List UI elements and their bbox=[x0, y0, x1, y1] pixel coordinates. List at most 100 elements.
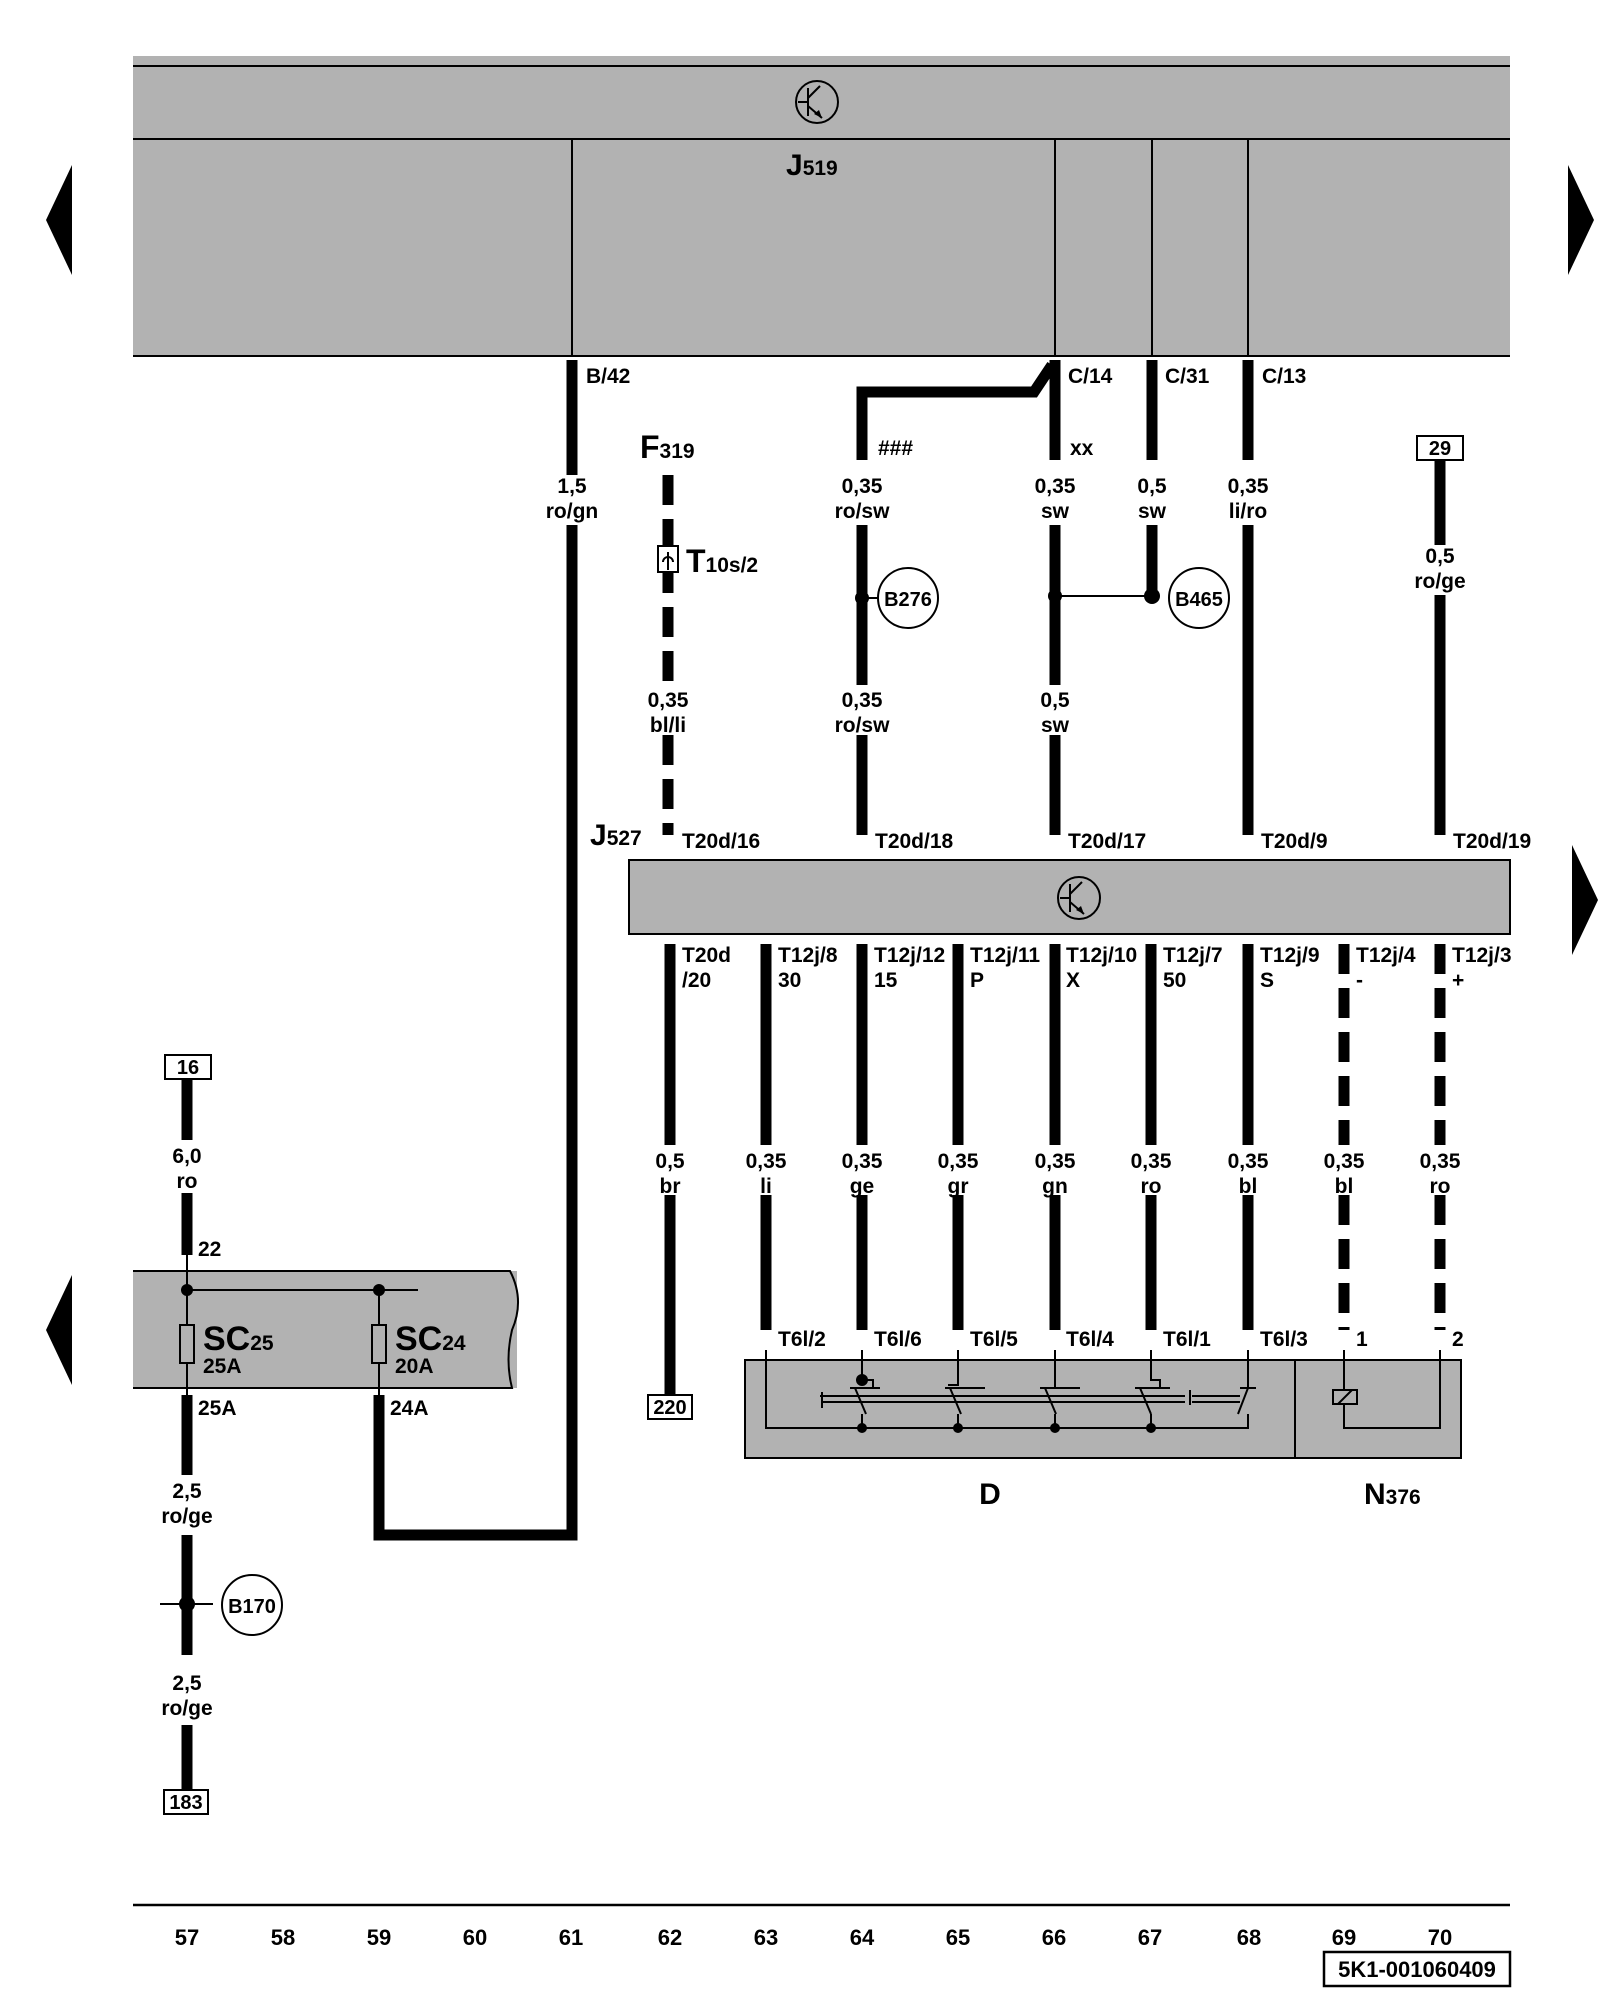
svg-text:T20d: T20d bbox=[682, 944, 731, 967]
wire-color: ro/ge bbox=[161, 1697, 212, 1720]
pin-label: T20d/18 bbox=[875, 830, 954, 853]
n376-box bbox=[1294, 1359, 1462, 1459]
column-number: 66 bbox=[1042, 1925, 1066, 1950]
wire-size: 1,5 bbox=[557, 475, 587, 498]
bottom-pin-7: T12j/4 - bbox=[1338, 944, 1416, 1330]
wire-size: 0,35 bbox=[1228, 475, 1269, 498]
j527-label: J527 bbox=[590, 819, 642, 852]
wire-c13: 0,35 li/ro bbox=[1228, 360, 1269, 835]
wire-size: 0,35 bbox=[1420, 1150, 1461, 1173]
ref-box-220[interactable] bbox=[647, 1394, 693, 1420]
wire-size: 0,5 bbox=[655, 1150, 685, 1173]
pin-label: 24A bbox=[390, 1397, 429, 1420]
n376-label: N376 bbox=[1364, 1478, 1421, 1511]
wire-color: bl bbox=[1335, 1175, 1354, 1198]
svg-text:30: 30 bbox=[778, 969, 801, 992]
column-number: 68 bbox=[1237, 1925, 1261, 1950]
pin-label: T6l/6 bbox=[874, 1328, 922, 1351]
ref-box-183[interactable] bbox=[163, 1789, 209, 1815]
svg-text:50: 50 bbox=[1163, 969, 1186, 992]
lower-wires: T20d /20 220 T12j/8 30 T12j/12 15 T12j/1… bbox=[647, 944, 1512, 1420]
pin-label: 25A bbox=[198, 1397, 237, 1420]
j519-label: J519 bbox=[786, 149, 838, 182]
ref-label: 29 bbox=[1429, 438, 1451, 460]
column-number: 59 bbox=[367, 1925, 391, 1950]
ground-point-label: B465 bbox=[1175, 589, 1223, 611]
column-number: 58 bbox=[271, 1925, 295, 1950]
pin-c13: C/13 bbox=[1262, 365, 1306, 388]
d-label: D bbox=[979, 1478, 1001, 1511]
page-prev-arrow-icon[interactable] bbox=[46, 1275, 72, 1385]
pin-c31: C/31 bbox=[1165, 365, 1210, 388]
ground-point-label: B276 bbox=[884, 589, 932, 611]
wire-color: sw bbox=[1041, 714, 1070, 737]
wire-size: 0,5 bbox=[1040, 689, 1070, 712]
wire-size: 2,5 bbox=[172, 1672, 202, 1695]
j519-control-unit: J519 B/42 C/14 C/31 C/13 bbox=[133, 56, 1510, 388]
wire-ref-29: 29 0,5 ro/ge bbox=[1414, 435, 1466, 835]
wire-color: sw bbox=[1138, 500, 1167, 523]
svg-text:T12j/10: T12j/10 bbox=[1066, 944, 1137, 967]
bottom-pin-4: T12j/10 X bbox=[1049, 944, 1137, 1330]
wire-mark: ### bbox=[878, 437, 913, 460]
page-prev-arrow-icon[interactable] bbox=[46, 165, 72, 275]
wire-size: 0,35 bbox=[842, 1150, 883, 1173]
column-number: 65 bbox=[946, 1925, 970, 1950]
wire-color: ro/ge bbox=[1414, 570, 1465, 593]
junction-dot bbox=[1144, 588, 1160, 604]
svg-text:X: X bbox=[1066, 969, 1080, 992]
wire-66: xx 0,35 sw 0,5 sw bbox=[1035, 360, 1094, 835]
ground-point-b276 bbox=[877, 567, 939, 629]
pin-label: 22 bbox=[198, 1238, 221, 1261]
wire-size: 0,5 bbox=[1137, 475, 1167, 498]
fuse-icon bbox=[179, 1324, 195, 1364]
svg-text:-: - bbox=[1356, 969, 1363, 992]
ground-point-label: B170 bbox=[228, 1596, 276, 1618]
wire-color: bl/li bbox=[650, 714, 686, 737]
wire-size: 0,35 bbox=[1035, 1150, 1076, 1173]
wire-color: ge bbox=[850, 1175, 875, 1198]
ignition-switch-d: T6l/2 T6l/6 T6l/5 T6l/4 T6l/1 T6l/3 1 2 bbox=[744, 1328, 1464, 1511]
bottom-pin-6: T12j/9 S bbox=[1242, 944, 1320, 1330]
wire-color: ro bbox=[1141, 1175, 1162, 1198]
svg-text:+: + bbox=[1452, 969, 1464, 992]
wire-size: 0,35 bbox=[1131, 1150, 1172, 1173]
page-next-arrow-icon[interactable] bbox=[1568, 165, 1594, 275]
wire-size: 0,35 bbox=[1228, 1150, 1269, 1173]
j519-box bbox=[133, 56, 1510, 356]
column-number: 64 bbox=[850, 1925, 875, 1950]
svg-text:P: P bbox=[970, 969, 984, 992]
bottom-pin-5: T12j/7 50 bbox=[1145, 944, 1223, 1330]
column-ruler: 57 58 59 60 61 62 63 64 65 66 67 68 69 7… bbox=[133, 1903, 1510, 1950]
document-id: 5K1-001060409 bbox=[1338, 1957, 1496, 1982]
wire-size: 2,5 bbox=[172, 1480, 202, 1503]
wire-size: 0,5 bbox=[1425, 545, 1455, 568]
wire-color: br bbox=[660, 1175, 681, 1198]
column-number: 62 bbox=[658, 1925, 682, 1950]
column-number: 61 bbox=[559, 1925, 583, 1950]
wire-size: 0,35 bbox=[1324, 1150, 1365, 1173]
pin-label: T6l/1 bbox=[1163, 1328, 1211, 1351]
pin-label: T20d/16 bbox=[682, 830, 760, 853]
wire-color: ro bbox=[1430, 1175, 1451, 1198]
pin-label: T6l/4 bbox=[1066, 1328, 1114, 1351]
wire-size: 0,35 bbox=[842, 689, 883, 712]
wire-size: 0,35 bbox=[746, 1150, 787, 1173]
pin-b42: B/42 bbox=[586, 365, 630, 388]
bottom-pin-2: T12j/12 15 bbox=[856, 944, 945, 1330]
wire-color: ro/sw bbox=[835, 714, 891, 737]
svg-text:T12j/9: T12j/9 bbox=[1260, 944, 1320, 967]
column-number: 63 bbox=[754, 1925, 778, 1950]
f319-label: F319 bbox=[640, 429, 695, 465]
wire-b42: 1,5 ro/gn bbox=[373, 360, 598, 1541]
bottom-pin-1: T12j/8 30 bbox=[760, 944, 838, 1330]
pin-label: 2 bbox=[1452, 1328, 1464, 1351]
wire-color: gr bbox=[948, 1175, 969, 1198]
ref-label: 183 bbox=[169, 1792, 202, 1814]
wire-size: 0,35 bbox=[842, 475, 883, 498]
page-next-arrow-icon[interactable] bbox=[1572, 845, 1598, 955]
pin-label: T6l/3 bbox=[1260, 1328, 1308, 1351]
svg-text:S: S bbox=[1260, 969, 1274, 992]
t10s-label: T10s/2 bbox=[686, 543, 758, 579]
